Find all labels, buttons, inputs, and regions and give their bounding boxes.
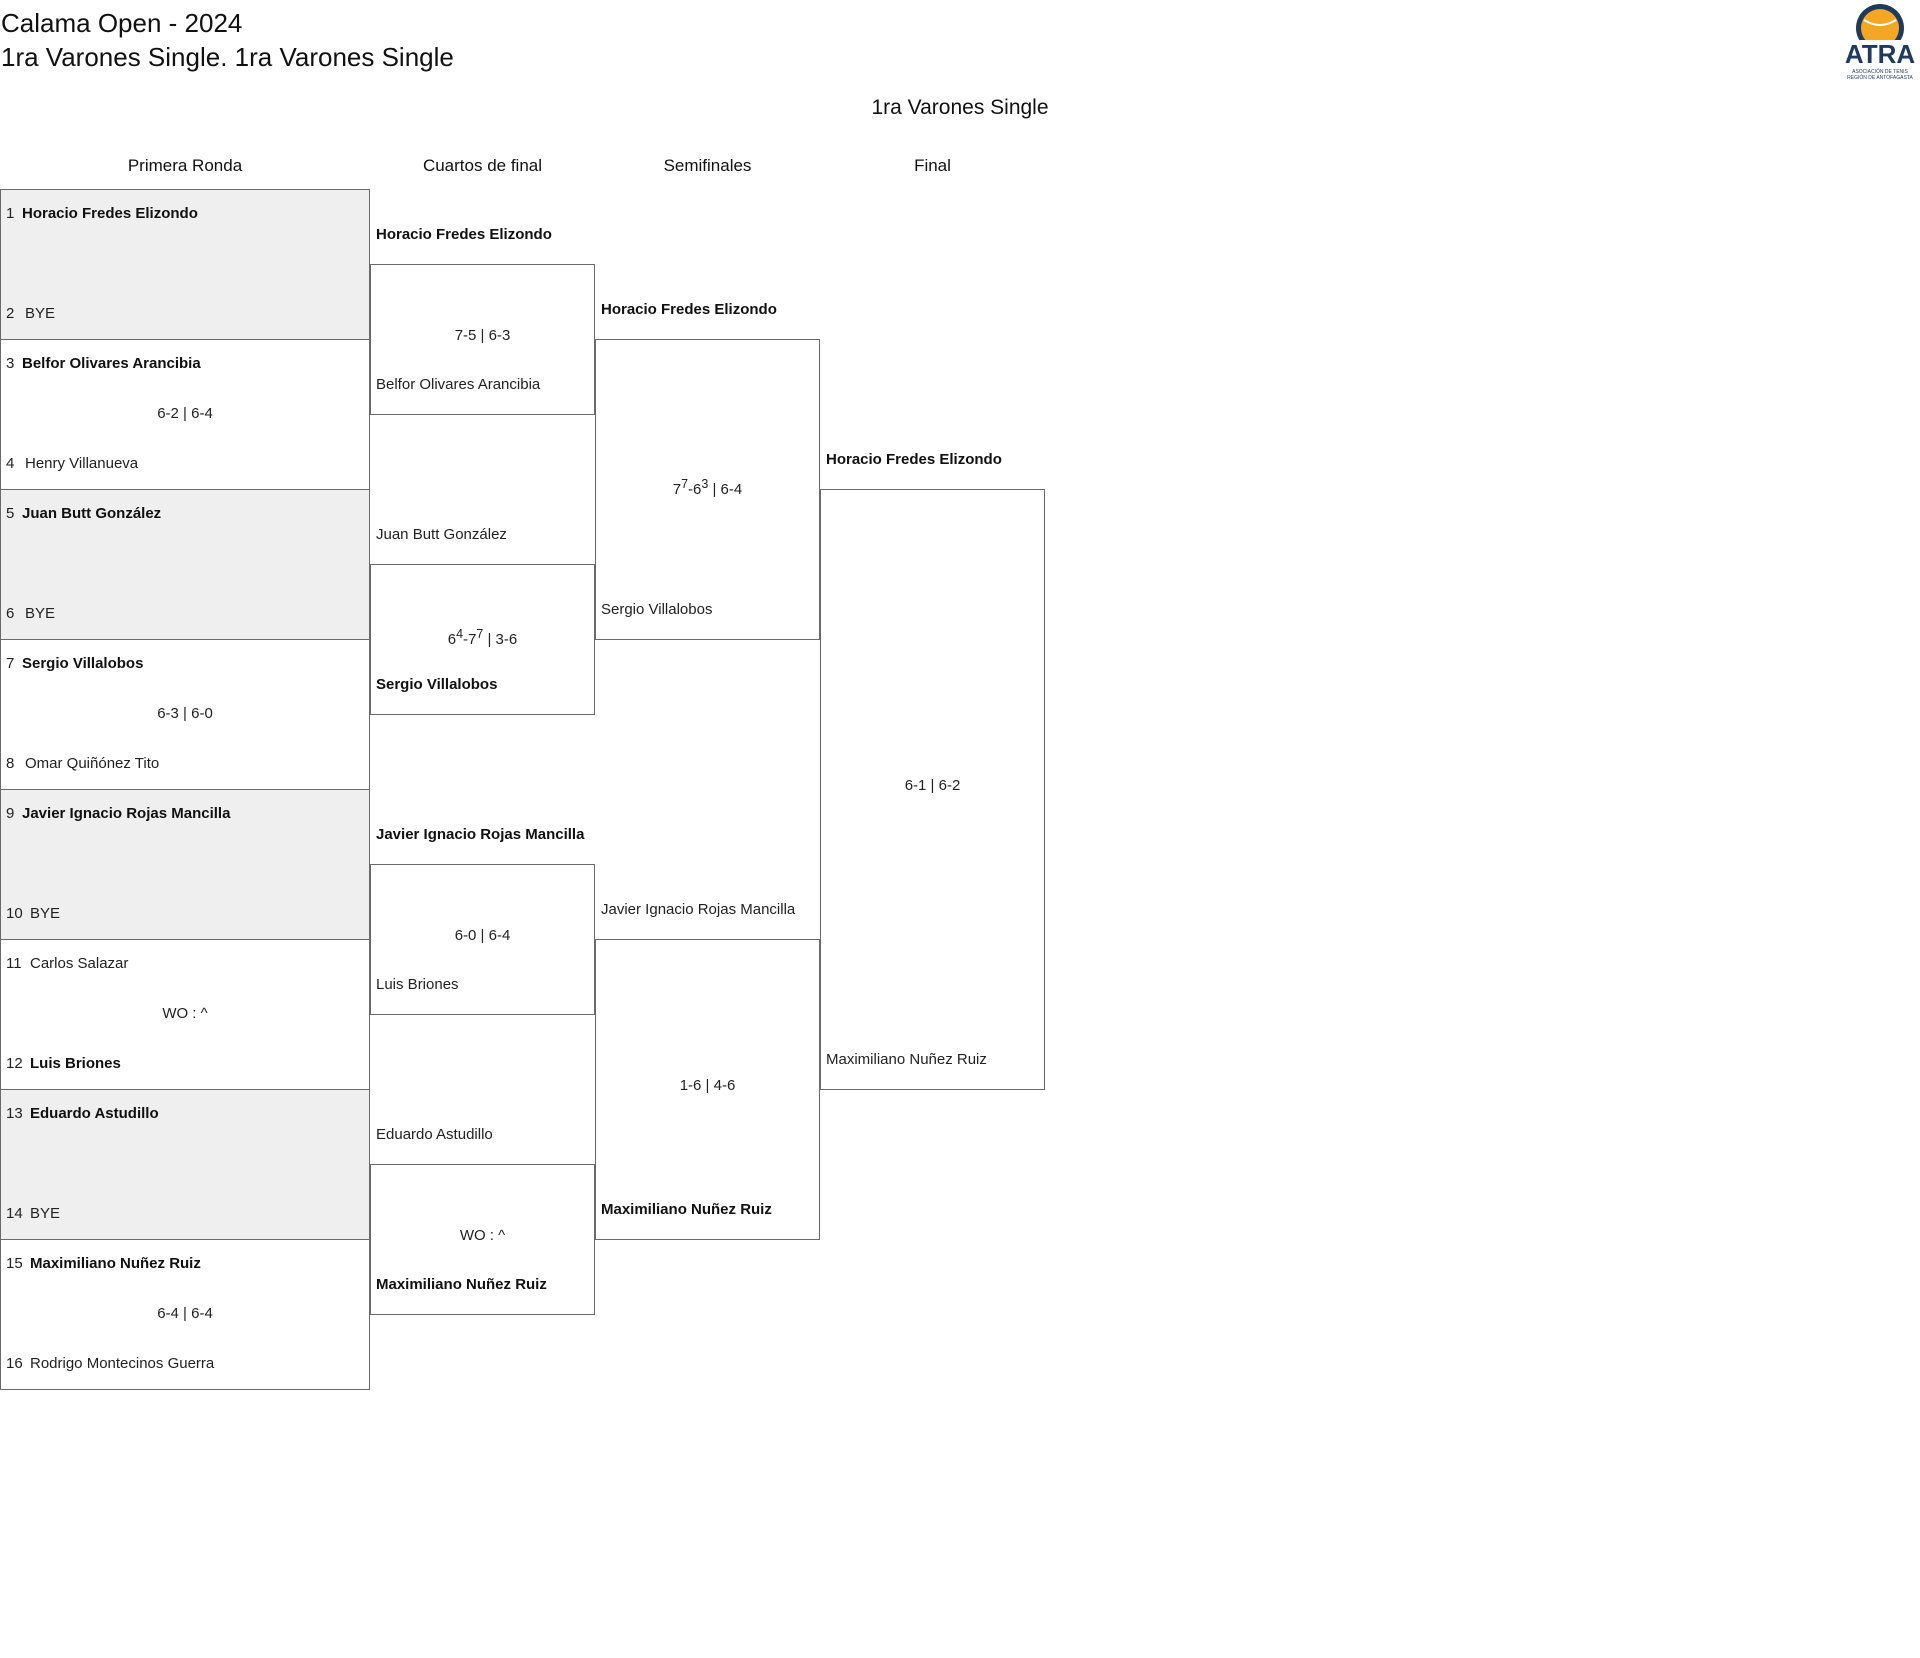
round-header-semifinales: Semifinales — [663, 156, 752, 175]
player-name: Maximiliano Nuñez Ruiz — [601, 1201, 772, 1218]
match-score: WO : ^ — [459, 1227, 506, 1244]
player-name: Sergio Villalobos — [376, 676, 498, 693]
seed-number: 2 — [6, 305, 15, 322]
match-score: 6-0 | 6-4 — [454, 927, 511, 944]
player-name: Luis Briones — [30, 1055, 121, 1072]
ball-seam — [1863, 19, 1897, 26]
first-round-match — [0, 339, 370, 490]
player-name: Luis Briones — [376, 976, 459, 993]
player-name: Maximiliano Nuñez Ruiz — [376, 1276, 547, 1293]
seed-number: 15 — [6, 1255, 23, 1272]
player-name: Eduardo Astudillo — [376, 1126, 493, 1143]
player-name: Javier Ignacio Rojas Mancilla — [601, 901, 796, 918]
atra-logo: ATRA ASOCIACIÓN DE TENIS REGIÓN DE ANTOF… — [1845, 4, 1916, 81]
seed-number: 14 — [6, 1205, 23, 1222]
player-name: Omar Quiñónez Tito — [25, 755, 160, 772]
player-name: Henry Villanueva — [25, 455, 139, 472]
player-name: Maximiliano Nuñez Ruiz — [30, 1255, 201, 1272]
seed-number: 6 — [6, 605, 15, 622]
logo-caption-1: ASOCIACIÓN DE TENIS — [1852, 68, 1908, 75]
seed-number: 13 — [6, 1105, 23, 1122]
match-bracket-box — [370, 1164, 595, 1315]
player-name: Carlos Salazar — [30, 955, 129, 972]
first-round-match — [0, 789, 370, 940]
match-score: WO : ^ — [162, 1005, 208, 1022]
player-name: Rodrigo Montecinos Guerra — [30, 1355, 215, 1372]
round-header-primera-ronda: Primera Ronda — [127, 156, 243, 175]
tennis-ball-icon — [1861, 9, 1899, 47]
match-score: 6-4 | 6-4 — [157, 1305, 213, 1322]
round-header-cuartos: Cuartos de final — [422, 156, 543, 175]
round-header-final: Final — [914, 156, 951, 175]
seed-number: 8 — [6, 755, 15, 772]
tournament-title: Calama Open - 2024 — [1, 8, 243, 38]
draw-title: 1ra Varones Single — [871, 96, 1049, 119]
seed-number: 16 — [6, 1355, 23, 1372]
match-score: 6-3 | 6-0 — [157, 705, 213, 722]
match-score: 6-2 | 6-4 — [157, 405, 213, 422]
player-name: BYE — [30, 905, 61, 922]
player-name: BYE — [30, 1205, 61, 1222]
player-name: BYE — [25, 605, 56, 622]
seed-number: 1 — [6, 205, 15, 222]
seed-number: 10 — [6, 905, 23, 922]
seed-number: 12 — [6, 1055, 23, 1072]
category-title: 1ra Varones Single. 1ra Varones Single — [1, 42, 454, 72]
player-name: Sergio Villalobos — [601, 601, 713, 618]
player-name: Javier Ignacio Rojas Mancilla — [22, 805, 231, 822]
player-name: Maximiliano Nuñez Ruiz — [826, 1051, 987, 1068]
match-bracket-box — [370, 864, 595, 1015]
player-name: Sergio Villalobos — [22, 655, 144, 672]
seed-number: 11 — [6, 955, 22, 972]
player-name: Javier Ignacio Rojas Mancilla — [376, 826, 585, 843]
player-name: Eduardo Astudillo — [30, 1105, 159, 1122]
seed-number: 9 — [6, 805, 15, 822]
player-name: Horacio Fredes Elizondo — [826, 451, 1002, 468]
seed-number: 7 — [6, 655, 15, 672]
player-name: Horacio Fredes Elizondo — [376, 226, 552, 243]
logo-band — [1846, 40, 1914, 66]
match-score: 64-77 | 3-6 — [447, 627, 518, 648]
player-name: Juan Butt González — [376, 526, 507, 543]
player-name: Belfor Olivares Arancibia — [376, 376, 541, 393]
player-name: Belfor Olivares Arancibia — [22, 355, 201, 372]
player-name: Juan Butt González — [22, 505, 162, 522]
seed-number: 5 — [6, 505, 15, 522]
player-name: Horacio Fredes Elizondo — [22, 205, 198, 222]
match-bracket-box — [595, 339, 820, 640]
player-name: BYE — [25, 305, 56, 322]
match-bracket-box — [820, 489, 1045, 1090]
match-bracket-box — [370, 264, 595, 415]
first-round-match — [0, 1239, 370, 1390]
match-score: 1-6 | 4-6 — [679, 1077, 736, 1094]
first-round-match — [0, 489, 370, 640]
logo-caption-2: REGIÓN DE ANTOFAGASTA — [1847, 74, 1913, 81]
match-score: 77-63 | 6-4 — [672, 477, 743, 498]
seed-number: 4 — [6, 455, 15, 472]
player-name: Horacio Fredes Elizondo — [601, 301, 777, 318]
match-bracket-box — [595, 939, 820, 1240]
first-round-match — [0, 939, 370, 1090]
logo-text: ATRA — [1845, 39, 1916, 69]
match-bracket-box — [370, 564, 595, 715]
seed-number: 3 — [6, 355, 15, 372]
match-score: 7-5 | 6-3 — [454, 327, 511, 344]
match-score: 6-1 | 6-2 — [904, 777, 961, 794]
